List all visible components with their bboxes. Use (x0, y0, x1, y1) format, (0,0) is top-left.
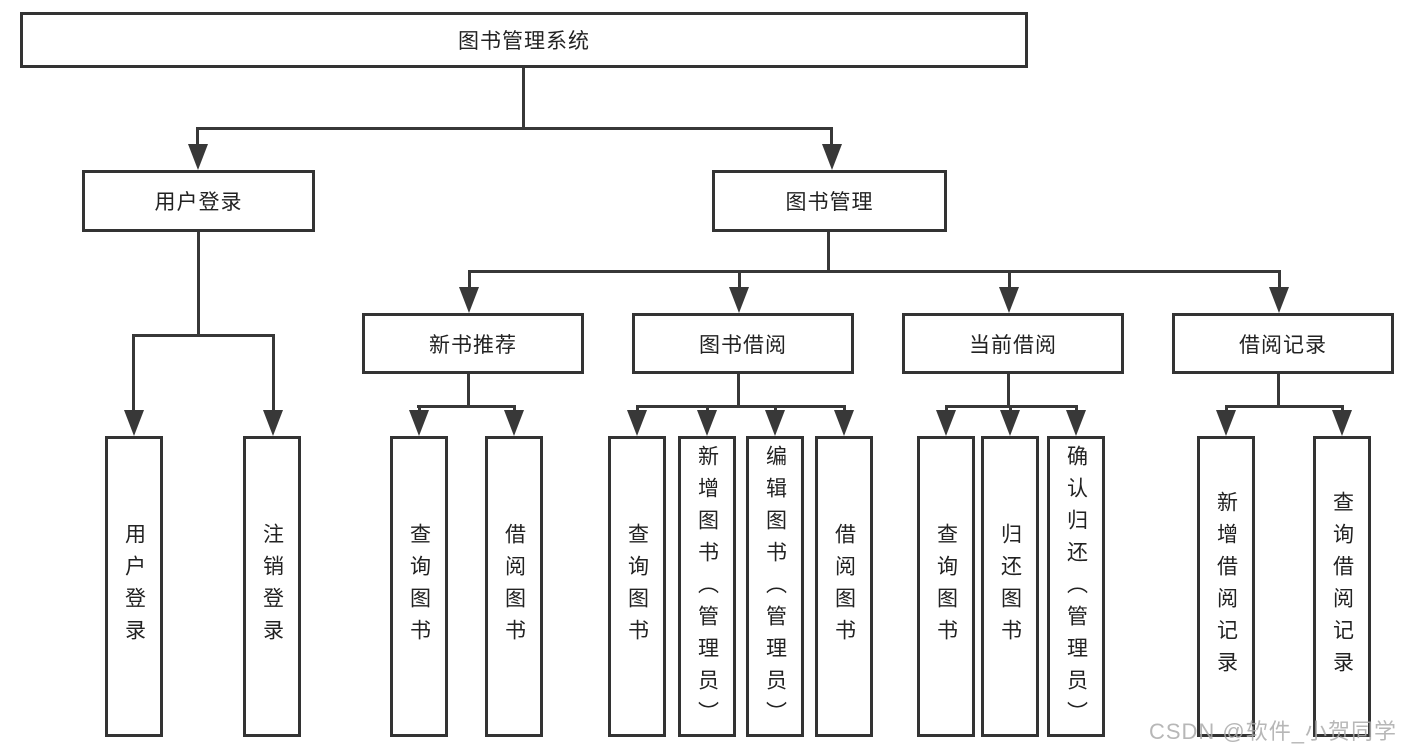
connector-vline (467, 374, 470, 407)
connector-vline (1007, 374, 1010, 407)
connector-vline (843, 405, 846, 413)
leaf-query-borrow-record: 查询借阅记录 (1313, 436, 1371, 737)
leaf-return-books: 归还图书 (981, 436, 1039, 737)
arrowhead-down-icon (459, 287, 479, 313)
arrowhead-down-icon (124, 410, 144, 436)
arrowhead-down-icon (697, 410, 717, 436)
connector-vline (1009, 405, 1012, 413)
connector-vline (1008, 270, 1011, 290)
connector-vline (1277, 374, 1280, 407)
arrowhead-down-icon (627, 410, 647, 436)
connector-vline (830, 127, 833, 149)
connector-vline (706, 405, 709, 413)
connector-vline (132, 334, 135, 412)
connector-vline (945, 405, 948, 413)
node-borrow-records: 借阅记录 (1172, 313, 1394, 374)
arrowhead-down-icon (1332, 410, 1352, 436)
watermark: CSDN @软件_小贺同学 (1148, 719, 1397, 744)
connector-hline (468, 270, 1281, 273)
node-current-borrow: 当前借阅 (902, 313, 1124, 374)
connector-vline (196, 127, 199, 149)
connector-vline (1225, 405, 1228, 413)
connector-vline (1278, 270, 1281, 290)
connector-vline (737, 374, 740, 407)
arrowhead-down-icon (834, 410, 854, 436)
arrowhead-down-icon (263, 410, 283, 436)
leaf-borrow-books: 借阅图书 (815, 436, 873, 737)
leaf-edit-book-admin: 编辑图书（管理员） (746, 436, 804, 737)
connector-vline (774, 405, 777, 413)
node-root: 图书管理系统 (20, 12, 1028, 68)
connector-hline (132, 334, 275, 337)
connector-hline (197, 127, 833, 130)
arrowhead-down-icon (504, 410, 524, 436)
connector-vline (522, 66, 525, 129)
node-book-borrow: 图书借阅 (632, 313, 854, 374)
connector-hline (1225, 405, 1344, 408)
connector-hline (417, 405, 516, 408)
arrowhead-down-icon (999, 287, 1019, 313)
leaf-add-book-admin: 新增图书（管理员） (678, 436, 736, 737)
arrowhead-down-icon (1066, 410, 1086, 436)
arrowhead-down-icon (409, 410, 429, 436)
arrowhead-down-icon (1269, 287, 1289, 313)
leaf-user-login: 用户登录 (105, 436, 163, 737)
node-new-book-recommend: 新书推荐 (362, 313, 584, 374)
connector-vline (513, 405, 516, 413)
leaf-logout: 注销登录 (243, 436, 301, 737)
connector-vline (418, 405, 421, 413)
connector-vline (197, 232, 200, 336)
arrowhead-down-icon (765, 410, 785, 436)
connector-vline (468, 270, 471, 290)
leaf-borrow-books-recommend: 借阅图书 (485, 436, 543, 737)
arrowhead-down-icon (188, 144, 208, 170)
arrowhead-down-icon (1000, 410, 1020, 436)
connector-vline (827, 232, 830, 272)
leaf-confirm-return-admin: 确认归还（管理员） (1047, 436, 1105, 737)
arrowhead-down-icon (1216, 410, 1236, 436)
connector-hline (636, 405, 846, 408)
connector-vline (1075, 405, 1078, 413)
connector-vline (272, 334, 275, 412)
arrowhead-down-icon (822, 144, 842, 170)
leaf-query-books-recommend: 查询图书 (390, 436, 448, 737)
arrowhead-down-icon (936, 410, 956, 436)
leaf-query-books-current: 查询图书 (917, 436, 975, 737)
connector-vline (636, 405, 639, 413)
node-book-management: 图书管理 (712, 170, 947, 232)
leaf-query-books-borrow: 查询图书 (608, 436, 666, 737)
arrowhead-down-icon (729, 287, 749, 313)
node-user-login: 用户登录 (82, 170, 315, 232)
connector-vline (1341, 405, 1344, 413)
connector-vline (738, 270, 741, 290)
leaf-add-borrow-record: 新增借阅记录 (1197, 436, 1255, 737)
